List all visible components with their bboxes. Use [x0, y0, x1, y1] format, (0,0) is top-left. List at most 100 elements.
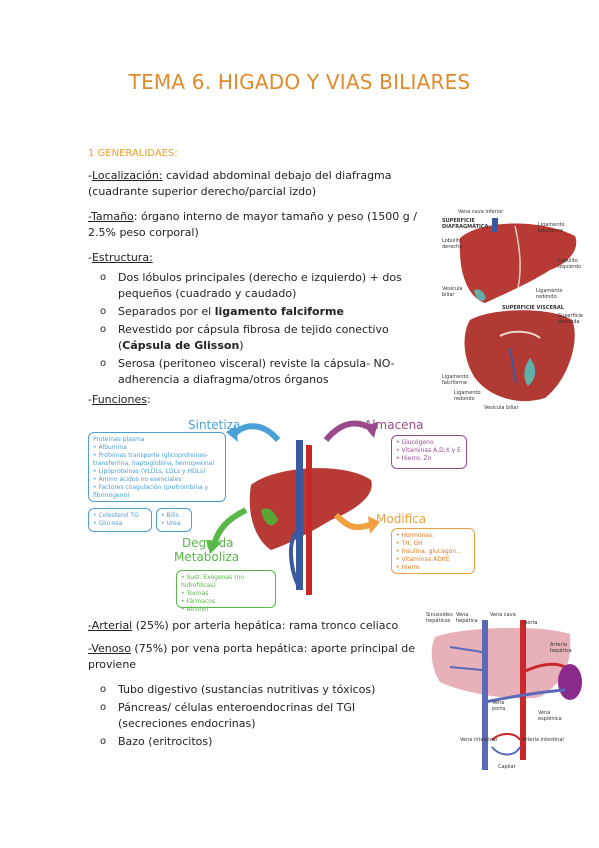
sintetiza-box: Proteinas plasma • Albumina • Proteinas …	[88, 432, 226, 502]
label-arteria-hepatica: Arteria hepática	[550, 642, 572, 654]
tamano-label: -Tamaño	[88, 210, 134, 223]
box-line: • Glucógeno	[396, 439, 434, 446]
estructura-heading: -Estructura:	[88, 251, 153, 264]
lipid-box: • Colesterol TG • Glucosa	[88, 508, 152, 532]
page-title: TEMA 6. HIGADO Y VIAS BILIARES	[128, 70, 471, 94]
box-line: • Factores coagulación (protrombina y	[93, 484, 209, 491]
list-item: Páncreas/ células enteroendocrinas del T…	[100, 700, 424, 732]
box-line: • Insulina, glucagón...	[396, 548, 462, 555]
vascular-figure: Sinusoides hepáticos Vena hepática Vena …	[420, 612, 585, 772]
box-line: • TH, GH	[396, 540, 423, 547]
label-modifica: Modifica	[376, 512, 427, 526]
box-line: • Colesterol TG	[93, 512, 139, 519]
diagram-illustration	[206, 420, 380, 595]
box-line: • Hormonas:	[396, 532, 435, 539]
label-lig-redondo-2: Ligamento redondo	[454, 390, 481, 402]
list-item-text: Separados por el	[118, 305, 215, 318]
tamano-text: : órgano interno de mayor tamaño y peso …	[88, 210, 417, 239]
arterial-label: -Arterial	[88, 619, 132, 632]
funciones-label: Funciones	[91, 393, 147, 406]
label-degrada: Degrada	[182, 536, 234, 550]
label-lig-falciforme: Ligamento falciforme	[538, 222, 565, 234]
list-item: Bazo (eritrocitos)	[100, 734, 424, 750]
box-line: • Toxinas	[181, 590, 209, 597]
list-item-text: Serosa (peritoneo visceral) reviste la c…	[118, 357, 395, 386]
box-line: • Hierro, Zn	[396, 455, 432, 462]
box-line: • Albumina	[93, 444, 127, 451]
venoso-list: Tubo digestivo (sustancias nutritivas y …	[100, 682, 424, 752]
localizacion-text: cavidad abdominal debajo del diafragma (…	[88, 169, 392, 198]
box-line: • Vitaminas ADKE	[396, 556, 450, 563]
label-capilar: Capilar	[498, 764, 516, 770]
label-lobulo-izq: Lobulito izquierdo	[558, 258, 582, 270]
label-lig-falciforme-2: Ligamento falciforme	[442, 374, 469, 386]
venoso-label: -Venoso	[88, 642, 131, 655]
box-line: • Sust. Exógenas (no hidrofilicas)	[181, 574, 245, 589]
list-item: Tubo digestivo (sustancias nutritivas y …	[100, 682, 424, 698]
arterial-text: (25%) por arteria hepática: rama tronco …	[132, 619, 399, 632]
list-item: Separados por el ligamento falciforme	[100, 304, 434, 320]
estructura-list: Dos lóbulos principales (derecho e izqui…	[100, 270, 434, 390]
liver-anatomy-figure: Vena cava inferior SUPERFICIE DIAFRAGMÁT…	[440, 208, 585, 413]
label-sup-diafragmatica: SUPERFICIE DIAFRAGMÁTICA	[442, 218, 489, 230]
estructura-label: Estructura:	[91, 251, 153, 264]
modifica-box: • Hormonas: • TH, GH • Insulina, glucagó…	[391, 528, 475, 574]
box-line: • Hierro	[396, 564, 420, 571]
funciones-heading: -Funciones:	[88, 393, 151, 406]
list-item-bold: Cápsula de Glisson	[122, 339, 240, 352]
label-sup-desnuda: Superficie desnuda	[558, 313, 584, 325]
box-line: • Proteinas transporte (glicoproteinas-	[93, 452, 209, 459]
label-sup-visceral: SUPERFICIE VISCERAL	[502, 305, 564, 311]
label-almacena: Almacena	[364, 418, 424, 432]
arterial-paragraph: -Arterial (25%) por arteria hepática: ra…	[88, 618, 418, 634]
venoso-text: (75%) por vena porta hepática: aporte pr…	[88, 642, 416, 671]
vascular-illustration	[431, 620, 582, 770]
label-vena-hepatica: Vena hepática	[456, 612, 478, 624]
label-vesicula-2: Vesícula biliar	[484, 405, 519, 411]
label-sintetiza: Sintetiza	[188, 418, 241, 432]
label-vena-cava: Vena cava inferior	[458, 209, 504, 215]
label-lobulo-derecho: Lobulito derecho	[442, 238, 463, 250]
label-vena-cava-2: Vena cava	[490, 612, 516, 618]
list-item-text: Dos lóbulos principales (derecho e izqui…	[118, 271, 402, 300]
box-line: • Glucosa	[93, 520, 123, 527]
bilis-box: • Bilis • Urea	[156, 508, 192, 532]
funciones-diagram: Sintetiza Proteinas plasma • Albumina • …	[86, 410, 476, 613]
box-line: Proteinas plasma	[93, 436, 145, 443]
tamano-paragraph: -Tamaño: órgano interno de mayor tamaño …	[88, 209, 438, 241]
box-line: • Urea	[161, 520, 181, 527]
funciones-colon: :	[146, 393, 151, 406]
label-metaboliza: Metaboliza	[174, 550, 240, 564]
tamano-label-text: Tamaño	[90, 210, 134, 223]
almacena-box: • Glucógeno • Vitaminas A,D,X y E • Hier…	[391, 435, 467, 469]
list-item: Serosa (peritoneo visceral) reviste la c…	[100, 356, 434, 388]
box-line: • Lipoproteinas (VLDLs, LDLs y HDLs)	[93, 468, 206, 475]
localizacion-label: Localización:	[91, 169, 163, 182]
liver-anatomy-illustration	[459, 218, 577, 402]
list-item: Revestido por cápsula fibrosa de tejido …	[100, 322, 434, 354]
label-vesicula: Vesícula biliar	[442, 286, 463, 298]
list-item-bold: ligamento falciforme	[214, 305, 344, 318]
list-item-text: )	[239, 339, 244, 352]
box-line: • Bilis	[161, 512, 179, 519]
box-line: fibrinógeno)	[93, 492, 130, 499]
localizacion-paragraph: -Localización: cavidad abdominal debajo …	[88, 169, 392, 198]
arterial-label-text: Arterial	[91, 619, 133, 632]
degrada-box: • Sust. Exógenas (no hidrofilicas) • Tox…	[176, 570, 276, 613]
list-item: Dos lóbulos principales (derecho e izqui…	[100, 270, 434, 302]
label-lig-redondo: Ligamento redondo	[536, 288, 563, 300]
venoso-prefix: -	[88, 642, 92, 655]
label-vena-esplenica: Vena esplénica	[538, 710, 562, 722]
list-item-text: Revestido por cápsula fibrosa de tejido …	[118, 323, 389, 352]
label-vena-porta: Vena porta	[492, 700, 506, 712]
label-arteria-intestinal: Arteria intestinal	[522, 737, 564, 743]
arterial-prefix: -	[88, 619, 92, 632]
label-sinusoides: Sinusoides hepáticos	[426, 612, 453, 624]
venoso-label-text: Venoso	[91, 642, 131, 655]
box-line: • Vitaminas A,D,X y E	[396, 447, 461, 454]
section-heading: 1 GENERALIDAES:	[88, 148, 178, 159]
label-vena-intestinal: Vena intestinal	[460, 737, 498, 743]
label-aorta: Aorta	[524, 620, 538, 626]
box-line: • Alcohol	[181, 606, 209, 613]
box-line: • Fármacos	[181, 598, 216, 605]
